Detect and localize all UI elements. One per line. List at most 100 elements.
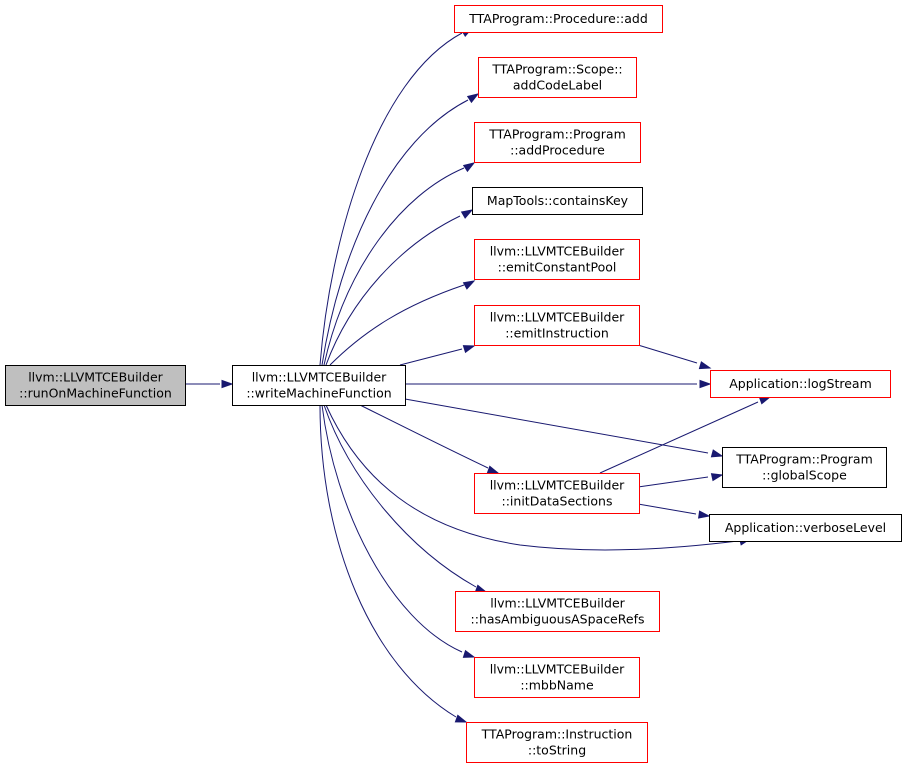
node-label: MapTools::containsKey xyxy=(487,193,629,208)
arrowhead xyxy=(462,162,476,173)
node-verbose[interactable]: Application::verboseLevel xyxy=(709,514,902,542)
node-progadd[interactable]: TTAProgram::Program::addProcedure xyxy=(474,122,641,163)
edge-write-ambig xyxy=(323,404,488,593)
edge-write-scopeadd xyxy=(321,93,480,366)
node-label: llvm::LLVMTCEBuilder xyxy=(252,370,387,385)
arrowhead xyxy=(698,510,711,519)
edge-line xyxy=(325,404,739,551)
arrowhead xyxy=(454,714,468,723)
node-write[interactable]: llvm::LLVMTCEBuilder::writeMachineFuncti… xyxy=(232,365,406,406)
node-globalscope[interactable]: TTAProgram::Program::globalScope xyxy=(722,447,887,488)
node-label: addCodeLabel xyxy=(513,78,602,93)
node-box xyxy=(722,447,887,488)
edge-write-progadd xyxy=(323,162,476,366)
arrowhead xyxy=(710,473,724,482)
edge-write-maptools xyxy=(325,209,474,366)
edge-root-write xyxy=(185,379,234,389)
edge-write-tostring xyxy=(319,404,468,723)
arrowhead xyxy=(699,379,712,389)
edge-write-emitpool xyxy=(329,280,476,366)
node-label: ::globalScope xyxy=(762,468,847,483)
node-box xyxy=(709,514,902,542)
node-label: TTAProgram::Scope:: xyxy=(491,62,622,77)
node-label: TTAProgram::Instruction xyxy=(481,727,633,742)
node-label: llvm::LLVMTCEBuilder xyxy=(28,370,163,385)
edge-write-initdata xyxy=(359,404,500,474)
edge-write-emitinstr xyxy=(399,345,476,366)
node-label: ::mbbName xyxy=(520,678,594,693)
edge-emitinstr-logstream xyxy=(637,344,712,370)
edge-line xyxy=(319,32,463,366)
node-label: ::initDataSections xyxy=(502,494,613,509)
node-emitinstr[interactable]: llvm::LLVMTCEBuilder::emitInstruction xyxy=(474,305,640,346)
arrowhead xyxy=(486,465,500,474)
node-label: ::runOnMachineFunction xyxy=(19,386,172,401)
node-label: ::toString xyxy=(528,743,586,758)
node-box xyxy=(232,365,406,406)
node-box xyxy=(474,239,640,280)
node-label: ::hasAmbiguousASpaceRefs xyxy=(471,612,645,627)
edge-line xyxy=(325,215,461,366)
edge-write-globalscope xyxy=(404,398,724,458)
node-procadd[interactable]: TTAProgram::Procedure::add xyxy=(454,5,663,33)
node-box xyxy=(710,370,891,398)
edge-line xyxy=(599,401,759,474)
edge-line xyxy=(399,348,463,366)
edge-line xyxy=(404,398,709,454)
node-emitpool[interactable]: llvm::LLVMTCEBuilder::emitConstantPool xyxy=(474,239,640,280)
node-box xyxy=(474,473,640,514)
arrowhead xyxy=(221,379,234,389)
node-tostring[interactable]: TTAProgram::Instruction::toString xyxy=(466,722,648,763)
node-label: ::emitConstantPool xyxy=(498,260,617,275)
node-box xyxy=(474,122,641,163)
edge-line xyxy=(321,99,469,366)
node-box xyxy=(474,305,640,346)
node-label: TTAProgram::Program xyxy=(735,452,873,467)
node-label: llvm::LLVMTCEBuilder xyxy=(490,310,625,325)
node-label: ::emitInstruction xyxy=(505,326,609,341)
node-label: TTAProgram::Procedure::add xyxy=(468,11,648,26)
edge-write-mbbname xyxy=(321,404,476,658)
node-label: llvm::LLVMTCEBuilder xyxy=(490,478,625,493)
edge-line xyxy=(329,284,465,366)
node-box xyxy=(454,5,663,33)
node-logstream[interactable]: Application::logStream xyxy=(710,370,891,398)
arrowhead xyxy=(462,345,476,354)
edge-line xyxy=(637,344,698,364)
edge-line xyxy=(319,404,457,718)
edge-write-logstream xyxy=(405,379,712,389)
node-label: ::addProcedure xyxy=(510,143,605,158)
node-label: ::writeMachineFunction xyxy=(246,386,391,401)
edge-line xyxy=(637,503,697,515)
arrowhead xyxy=(462,649,476,658)
node-ambig[interactable]: llvm::LLVMTCEBuilder::hasAmbiguousASpace… xyxy=(455,591,660,632)
node-label: Application::logStream xyxy=(729,376,872,391)
arrowhead xyxy=(710,449,724,458)
node-mbbname[interactable]: llvm::LLVMTCEBuilder::mbbName xyxy=(474,657,640,698)
edge-initdata-globalscope xyxy=(637,473,724,488)
node-maptools[interactable]: MapTools::containsKey xyxy=(472,187,643,215)
node-box xyxy=(466,722,648,763)
node-label: llvm::LLVMTCEBuilder xyxy=(490,596,625,611)
edge-line xyxy=(637,476,709,488)
node-initdata[interactable]: llvm::LLVMTCEBuilder::initDataSections xyxy=(474,473,640,514)
node-label: TTAProgram::Program xyxy=(488,127,626,142)
arrowhead xyxy=(474,584,488,593)
edge-line xyxy=(359,404,489,469)
arrowhead xyxy=(466,93,480,104)
node-label: Application::verboseLevel xyxy=(725,520,886,535)
edge-line xyxy=(323,167,465,366)
node-scopeadd[interactable]: TTAProgram::Scope::addCodeLabel xyxy=(478,57,637,98)
node-box xyxy=(472,187,643,215)
edge-initdata-verbose xyxy=(637,503,711,519)
arrowhead xyxy=(460,209,474,219)
arrowhead xyxy=(698,361,712,370)
node-box xyxy=(455,591,660,632)
node-box xyxy=(478,57,637,98)
node-label: llvm::LLVMTCEBuilder xyxy=(490,662,625,677)
node-root[interactable]: llvm::LLVMTCEBuilder::runOnMachineFuncti… xyxy=(5,365,186,406)
node-label: llvm::LLVMTCEBuilder xyxy=(490,244,625,259)
node-box xyxy=(5,365,186,406)
